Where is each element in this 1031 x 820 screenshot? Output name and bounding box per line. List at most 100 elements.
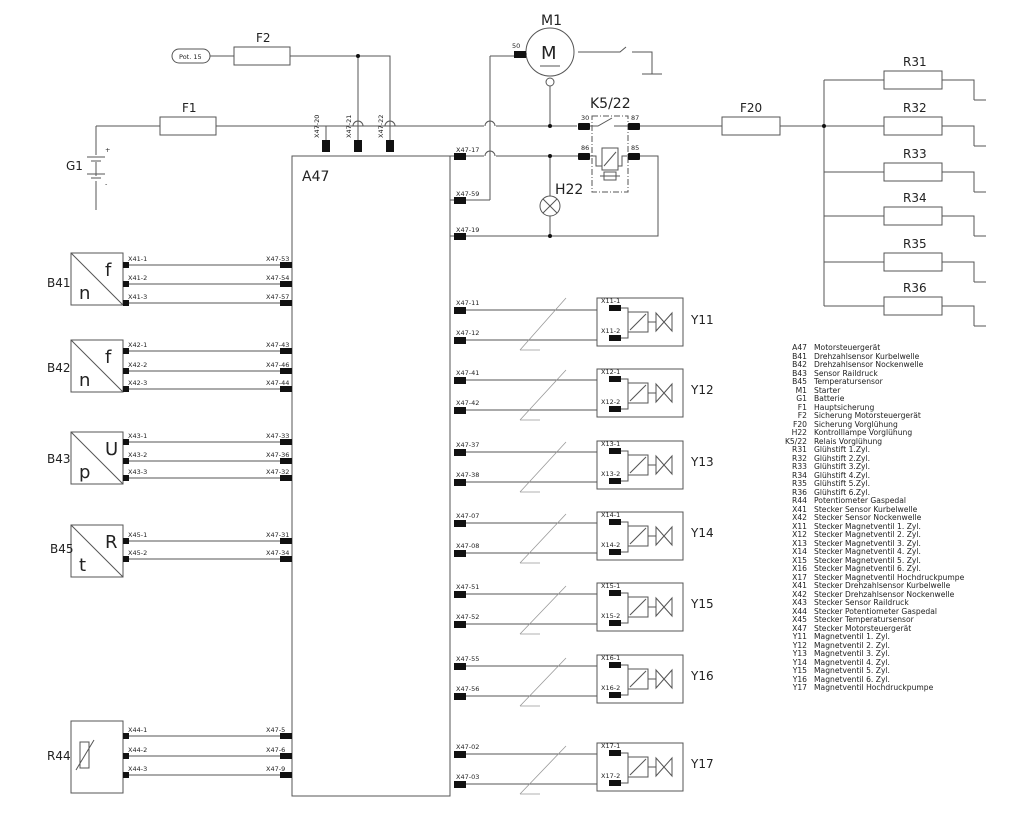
ecu-pin [454,751,466,758]
legend-code: H22 [791,428,807,437]
legend-code: Y12 [792,640,807,650]
valve-pin [609,406,621,412]
legend-description: Stecker Temperatursensor [814,615,914,624]
ecu-top-connectors: X47-20 X47-21 X47-22 [313,115,394,152]
legend-description: Stecker Motorsteuergerät [814,623,912,633]
ecu-pin [280,300,292,306]
legend-description: Stecker Potentiometer Gaspedal [814,606,937,616]
legend-row: X47 Stecker Motorsteuergerät [760,623,1025,634]
sensor-top-symbol: R [105,532,118,553]
valve-coil-diagonal [629,598,647,616]
legend-code: B41 [792,351,807,361]
ecu-pin [454,781,466,788]
sensor-pin-label: X43-1 [128,432,147,440]
legend-code: X15 [792,555,807,565]
legend-description: Magnetventil 5. Zyl. [814,666,890,675]
ecu-pin-19: X47-19 [456,226,479,234]
legend-code: X44 [792,606,807,616]
sensor-pin [123,386,129,392]
valve-pin-label: X14-1 [601,511,620,519]
sensor-pin [123,281,129,287]
ecu-pin-label: X47-34 [266,549,289,557]
glow-plug-r32 [883,116,943,136]
valve-coil-diagonal [629,384,647,402]
valve-pin-label: X17-2 [601,772,620,780]
legend-code: F20 [792,419,807,429]
ecu-a47-label: A47 [302,169,329,185]
legend-description: Drehzahlsensor Nockenwelle [814,360,924,369]
legend-row: X44 Stecker Potentiometer Gaspedal [760,606,1025,617]
legend-description: Sicherung Vorglühung [814,419,898,429]
ecu-pin [454,550,466,557]
ecu-pin-label: X47-38 [456,471,479,479]
ecu-pin-label: X47-42 [456,399,479,407]
sensor-pin-label: X41-3 [128,293,147,301]
valve-pin-label: X11-2 [601,327,620,335]
valve-pin [609,692,621,698]
sensor-label: B45 [50,542,74,556]
legend-description: Stecker Sensor Nockenwelle [814,513,922,522]
legend-description: Batterie [814,394,845,403]
valve-label: Y11 [690,313,714,327]
sensor-pin [123,733,129,739]
ecu-pin-label: X47-54 [266,274,289,282]
ecu-pin-label: X47-02 [456,743,479,751]
ecu-pin-label: X47-41 [456,369,479,377]
ecu-pin [454,663,466,670]
legend-description: Glühstift 5.Zyl. [814,479,871,488]
legend-row: X14 Stecker Magnetventil 4. Zyl. [760,547,1025,557]
pot15-label: Pot. 15 [179,53,202,61]
glow-plug-label: R36 [903,281,927,295]
valve-wire [466,665,597,697]
valves: X47-11X47-12X11-1X11-2Y11X47-41X47-42X12… [454,297,714,795]
legend-code: X47 [792,623,807,633]
legend-row: B41 Drehzahlsensor Kurbelwelle [760,351,1025,362]
sensor-pin [123,458,129,464]
valve-pin-label: X13-2 [601,470,620,478]
sensor-top-symbol: f [105,347,112,368]
valve-pin [609,335,621,341]
ecu-pin [280,386,292,392]
ecu-pin-label: X47-6 [266,746,285,754]
sensor-pin-label: X42-2 [128,361,147,369]
legend-description: Stecker Drehzahlsensor Kurbelwelle [814,581,951,590]
legend-description: Motorsteuergerät [814,343,881,352]
relay-pin-86: 86 [581,144,589,152]
fuse-f1-label: F1 [182,101,197,115]
legend-description: Magnetventil 6. Zyl. [814,674,890,684]
potentiometer-wiper [75,739,95,771]
ecu-pin [280,538,292,544]
valve-wire [466,379,597,411]
ecu-pin [280,458,292,464]
valve-pin-label: X15-1 [601,582,620,590]
fuse-f2-label: F2 [256,31,271,45]
legend-description: Stecker Magnetventil 6. Zyl. [814,564,921,573]
valve-coil-diagonal [629,670,647,688]
legend-description: Kontrolllampe Vorglühung [814,428,913,437]
ecu-pin-label: X47-33 [266,432,289,440]
ecu-pin-label: X47-32 [266,468,289,476]
sensor-pin [123,475,129,481]
valve-pin-label: X14-2 [601,541,620,549]
valve-symbol [655,756,673,778]
legend-description: Stecker Magnetventil 4. Zyl. [814,547,921,556]
legend-description: Drehzahlsensor Kurbelwelle [814,351,920,361]
valve-pin-label: X11-1 [601,297,620,305]
sensor-pin [123,556,129,562]
relay-pin-87: 87 [631,114,639,122]
valve-wire [466,309,597,341]
legend-code: X14 [792,547,807,556]
ecu-top-pin-22: X47-22 [377,115,385,138]
sensor-pin [123,772,129,778]
legend-description: Starter [814,385,841,395]
sensor-pin-label: X45-1 [128,531,147,539]
relay-pin-30: 30 [581,114,589,122]
ecu-pin [280,733,292,739]
